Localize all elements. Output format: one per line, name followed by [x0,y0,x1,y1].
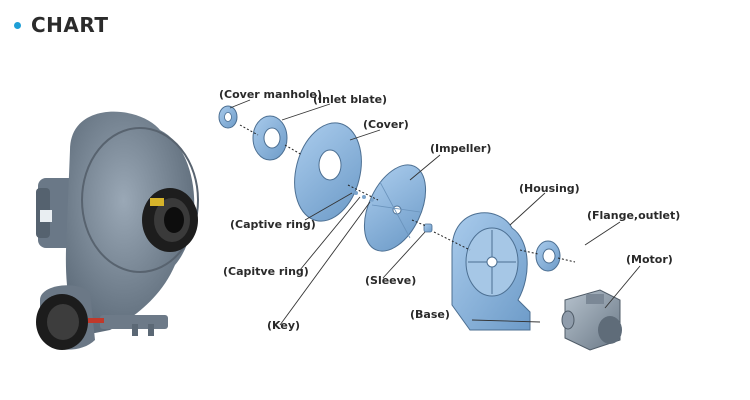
section-heading: CHART [14,13,109,37]
label-cover-manhole: (Cover manhole) [219,88,322,101]
part-captive-ring-1 [354,191,358,195]
part-housing [451,212,531,331]
label-flange-outlet: (Flange,outlet) [587,209,680,222]
label-base: (Base) [410,308,450,321]
label-captive-ring: (Captive ring) [230,218,316,231]
label-sleeve: (Sleeve) [365,274,416,287]
assembled-blower [36,111,199,350]
label-motor: (Motor) [626,253,673,266]
part-captive-ring-2 [362,195,366,199]
label-inlet-blate: (Inlet blate) [313,93,387,106]
part-flange-outlet [535,240,561,272]
part-cover [294,122,362,222]
label-housing: (Housing) [519,182,580,195]
bullet-dot [14,21,21,29]
part-sleeve [423,223,433,233]
assembly-axis [239,124,576,263]
label-capitve-ring: (Capitve ring) [223,265,309,278]
part-cover-manhole [218,105,238,129]
label-key: (Key) [267,319,300,332]
label-cover: (Cover) [363,118,409,131]
leader-lines [229,99,641,326]
part-motor [561,289,622,351]
blower-housing [65,111,195,335]
heading-title: CHART [31,13,109,37]
part-key [370,198,374,202]
part-inlet-blate [252,115,288,161]
label-impeller: (Impeller) [430,142,491,155]
part-impeller [363,164,427,252]
